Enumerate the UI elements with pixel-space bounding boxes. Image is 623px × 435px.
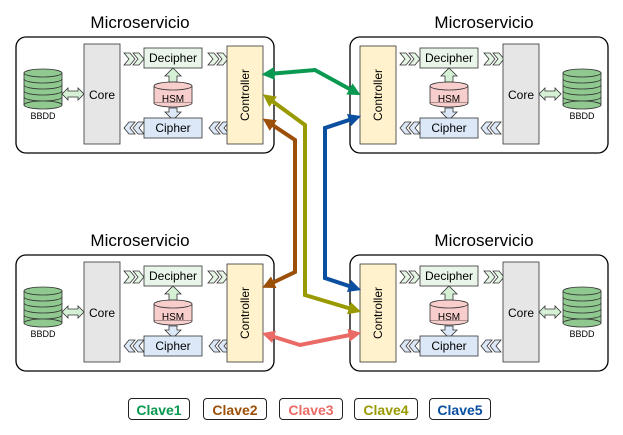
database-icon: [23, 286, 63, 328]
legend-item-clave1: Clave1: [128, 398, 190, 420]
decipher-label: Decipher: [149, 51, 197, 65]
chevron-right-icon: [483, 52, 505, 66]
hsm-label: HSM: [162, 312, 184, 323]
cipher-label: Cipher: [431, 121, 466, 135]
service-top-right: Microservicio Controller Decipher HSM Ci…: [349, 13, 609, 154]
database-icon: [562, 68, 602, 110]
legend-item-clave2: Clave2: [203, 398, 267, 420]
cipher-box: [419, 335, 479, 357]
controller-box: [226, 263, 264, 363]
cipher-box: [143, 335, 203, 357]
database-label: BBDD: [30, 111, 56, 121]
db-core-arrow: [538, 305, 562, 319]
hsm-cipher-arrow: [164, 107, 182, 121]
controller-box: [359, 263, 397, 363]
chevron-right-icon: [123, 52, 145, 66]
hsm-icon: [153, 81, 193, 108]
hsm-label: HSM: [438, 312, 460, 323]
chevron-left-icon: [123, 121, 145, 135]
chevron-left-icon: [480, 121, 502, 135]
chevron-right-icon: [207, 52, 229, 66]
decipher-label: Decipher: [425, 269, 473, 283]
database-icon: [23, 68, 63, 110]
database-label: BBDD: [569, 329, 595, 339]
chevron-left-icon: [399, 121, 421, 135]
service-bottom-right: Microservicio Controller Decipher HSM Ci…: [349, 231, 609, 372]
chevron-right-icon: [123, 270, 145, 284]
decipher-label: Decipher: [149, 269, 197, 283]
core-box: [502, 43, 540, 145]
core-box: [83, 261, 121, 363]
core-label: Core: [89, 306, 115, 320]
legend-item-clave4: Clave4: [354, 398, 418, 420]
cipher-box: [419, 117, 479, 139]
db-core-arrow: [538, 87, 562, 101]
service-title: Microservicio: [434, 13, 533, 32]
service-title: Microservicio: [90, 13, 189, 32]
core-box: [502, 261, 540, 363]
hsm-label: HSM: [162, 94, 184, 105]
cipher-label: Cipher: [155, 121, 190, 135]
hsm-cipher-arrow: [440, 325, 458, 339]
hsm-icon: [153, 299, 193, 326]
legend-item-clave5: Clave5: [429, 398, 491, 420]
service-title: Microservicio: [434, 231, 533, 250]
chevron-right-icon: [399, 52, 421, 66]
chevron-left-icon: [208, 121, 230, 135]
clave3-connection: [261, 328, 362, 348]
database-label: BBDD: [569, 111, 595, 121]
core-box: [83, 43, 121, 145]
database-label: BBDD: [30, 329, 56, 339]
legend: Clave1 Clave2 Clave3 Clave4 Clave5: [0, 398, 623, 424]
core-label: Core: [508, 88, 534, 102]
clave4-connection: [262, 94, 362, 315]
hsm-icon: [429, 81, 469, 108]
controller-box: [359, 45, 397, 145]
clave5-connection: [323, 113, 362, 293]
architecture-diagram: Microservicio BBDD Core Decipher HSM Cip…: [15, 13, 609, 372]
cipher-box: [143, 117, 203, 139]
core-label: Core: [508, 306, 534, 320]
core-label: Core: [89, 88, 115, 102]
chevron-right-icon: [483, 270, 505, 284]
cipher-label: Cipher: [155, 339, 190, 353]
controller-box: [226, 45, 264, 145]
chevron-left-icon: [123, 339, 145, 353]
database-icon: [562, 286, 602, 328]
service-top-left: Microservicio BBDD Core Decipher HSM Cip…: [15, 13, 275, 154]
hsm-cipher-arrow: [440, 107, 458, 121]
chevron-left-icon: [399, 339, 421, 353]
hsm-label: HSM: [438, 94, 460, 105]
decipher-label: Decipher: [425, 51, 473, 65]
controller-label: Controller: [371, 69, 385, 121]
service-bottom-left: Microservicio BBDD Core Decipher HSM Cip…: [15, 231, 275, 372]
chevron-left-icon: [208, 339, 230, 353]
controller-label: Controller: [238, 287, 252, 339]
service-title: Microservicio: [90, 231, 189, 250]
clave1-connection: [261, 67, 361, 96]
chevron-right-icon: [399, 270, 421, 284]
cipher-label: Cipher: [431, 339, 466, 353]
chevron-right-icon: [207, 270, 229, 284]
legend-item-clave3: Clave3: [279, 398, 343, 420]
controller-label: Controller: [371, 287, 385, 339]
hsm-icon: [429, 299, 469, 326]
controller-label: Controller: [238, 69, 252, 121]
hsm-cipher-arrow: [164, 325, 182, 339]
chevron-left-icon: [480, 339, 502, 353]
